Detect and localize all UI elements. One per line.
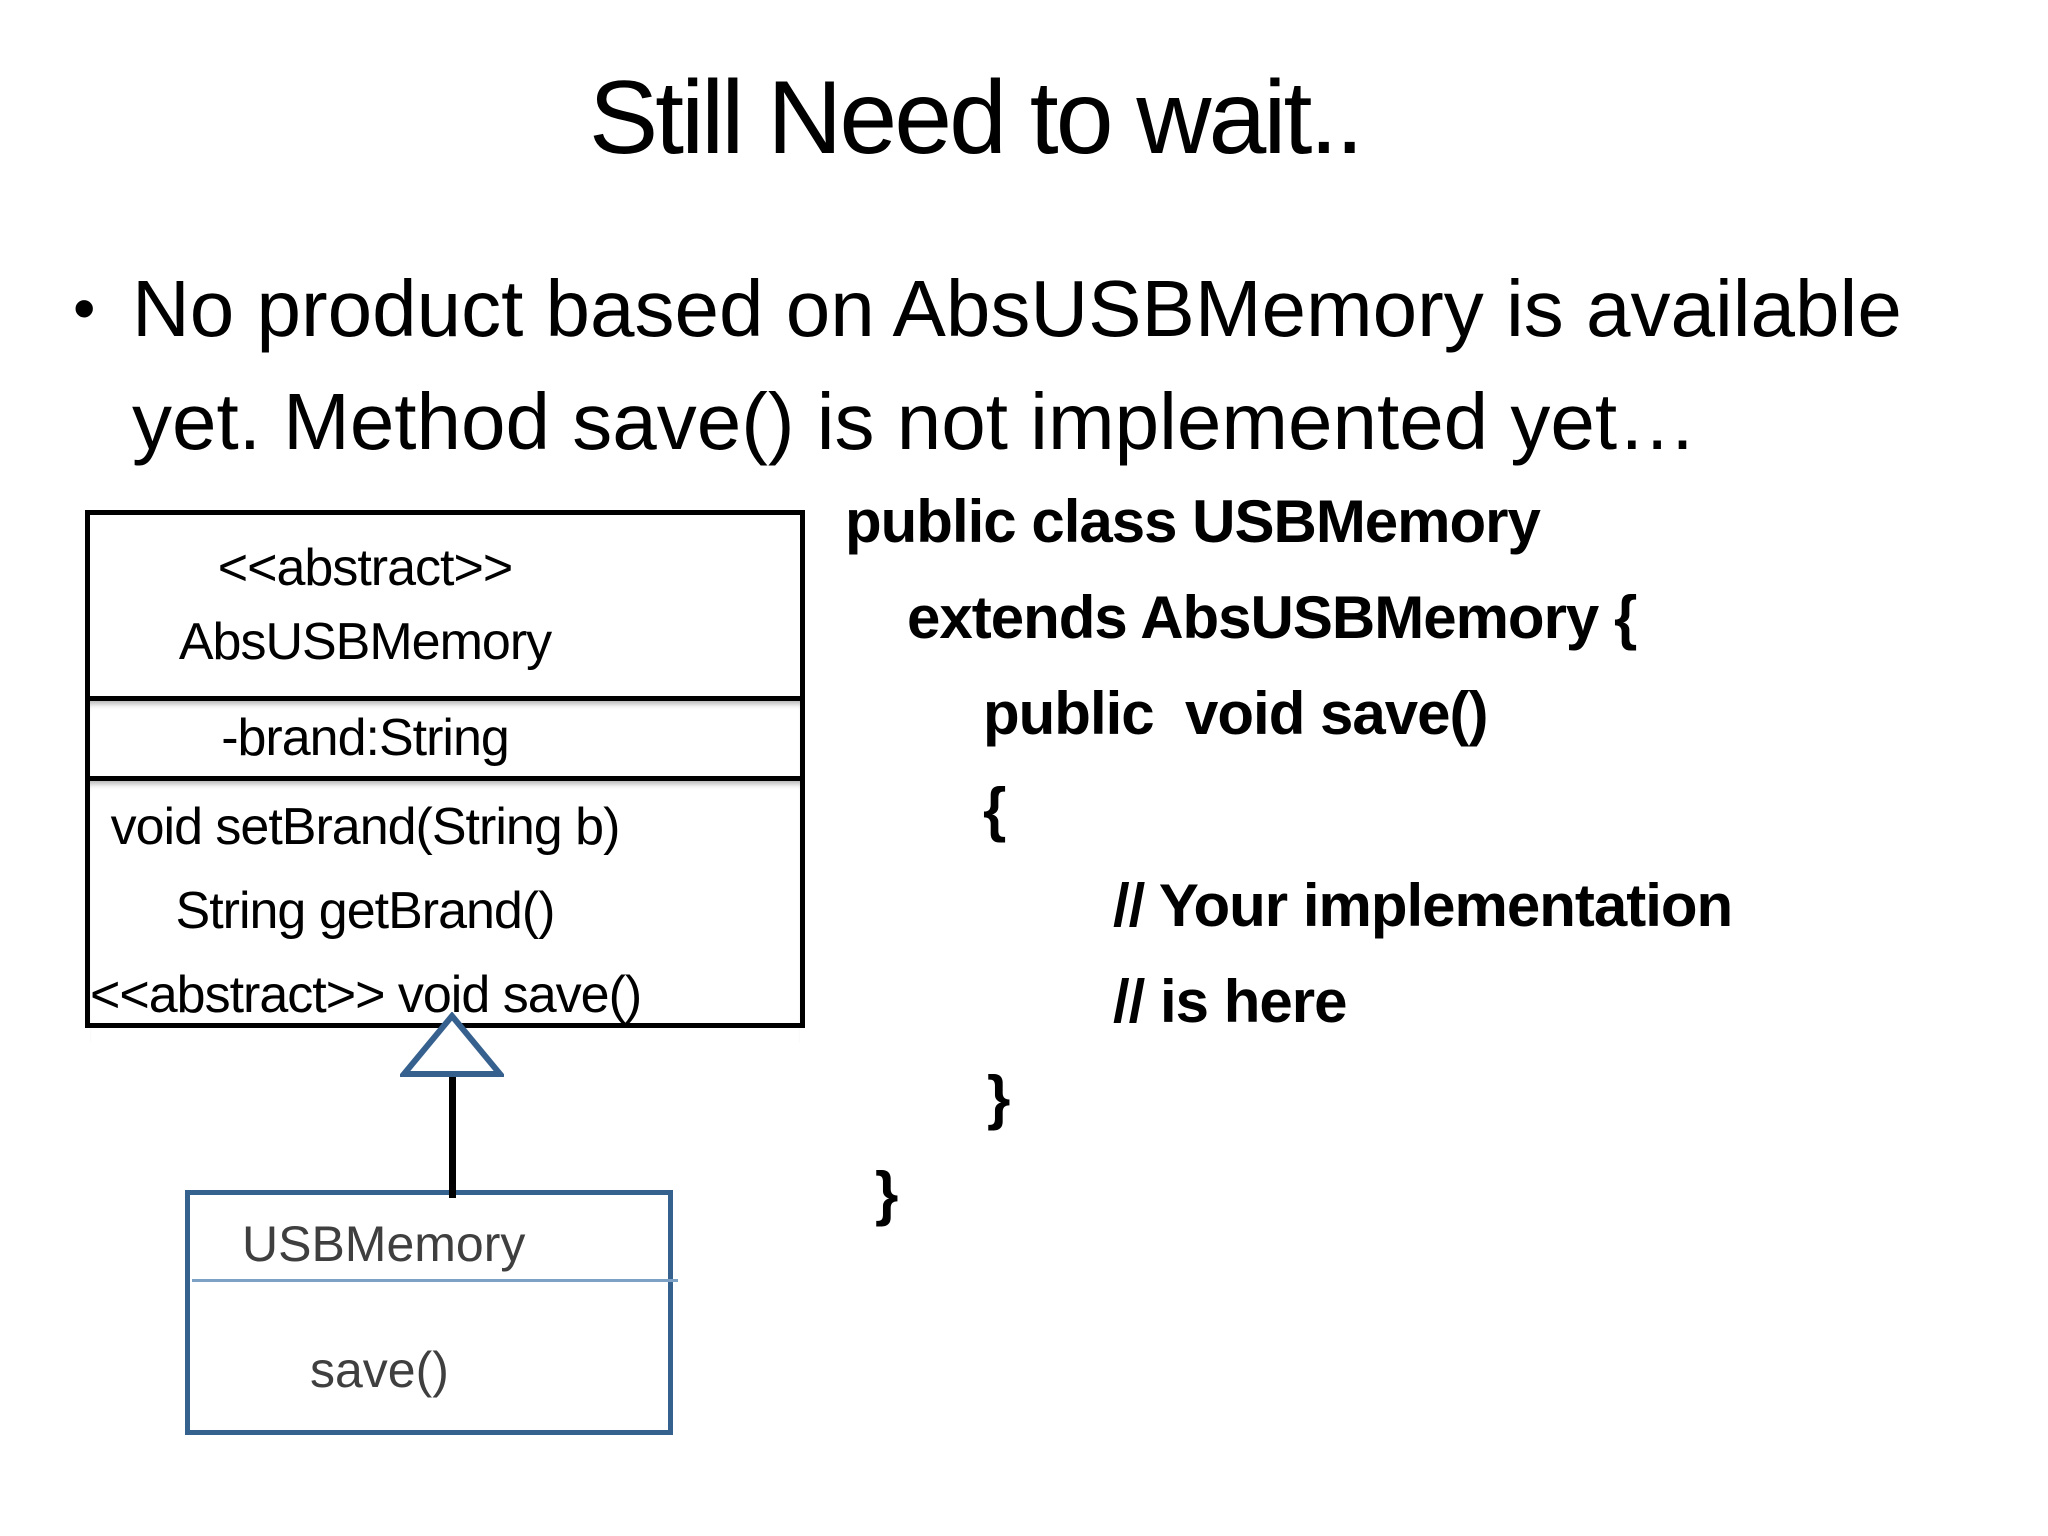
bullet-text-line-1: No product based on AbsUSBMemory is avai… bbox=[132, 264, 1902, 353]
bullet-text: No product based on AbsUSBMemory is avai… bbox=[132, 252, 1902, 478]
inheritance-connector-line bbox=[449, 1070, 456, 1198]
slide-title: Still Need to wait.. bbox=[588, 60, 1364, 176]
uml-abstract-class-name: AbsUSBMemory bbox=[178, 613, 552, 671]
uml-method-save: <<abstract>> void save() bbox=[90, 966, 642, 1024]
uml-abstract-class-box: <<abstract>> AbsUSBMemory -brand:String … bbox=[85, 510, 805, 1028]
code-line-3: public void save() bbox=[983, 680, 1488, 747]
code-line-2: extends AbsUSBMemory { bbox=[907, 584, 1637, 651]
code-line-6: // is here bbox=[1113, 968, 1347, 1035]
uml-method-setbrand: void setBrand(String b) bbox=[110, 798, 621, 856]
uml-abstract-class-field-compartment: -brand:String bbox=[90, 696, 800, 776]
uml-method-getbrand: String getBrand() bbox=[175, 882, 556, 940]
code-line-5: // Your implementation bbox=[1113, 872, 1733, 939]
uml-stereotype-label: <<abstract>> bbox=[217, 539, 513, 597]
bullet-text-line-2: yet. Method save() is not implemented ye… bbox=[132, 377, 1698, 466]
bullet-marker: • bbox=[73, 272, 96, 344]
uml-concrete-class-name: USBMemory bbox=[242, 1216, 526, 1272]
inheritance-arrowhead-icon bbox=[400, 1012, 504, 1077]
uml-abstract-class-title-compartment: <<abstract>> AbsUSBMemory bbox=[90, 515, 800, 696]
uml-concrete-class-divider bbox=[192, 1279, 678, 1282]
code-line-1: public class USBMemory bbox=[845, 488, 1541, 555]
code-line-7: } bbox=[987, 1064, 1010, 1131]
uml-concrete-method-save: save() bbox=[310, 1342, 449, 1398]
code-snippet: public class USBMemory extends AbsUSBMem… bbox=[845, 474, 1733, 1242]
bullet-item: • No product based on AbsUSBMemory is av… bbox=[73, 252, 1902, 478]
code-line-4: { bbox=[983, 776, 1006, 843]
code-line-8: } bbox=[875, 1160, 898, 1227]
uml-abstract-class-methods-compartment: void setBrand(String b) String getBrand(… bbox=[90, 776, 800, 1043]
uml-field-brand: -brand:String bbox=[221, 709, 510, 767]
uml-concrete-class-box: USBMemory save() bbox=[185, 1190, 678, 1435]
